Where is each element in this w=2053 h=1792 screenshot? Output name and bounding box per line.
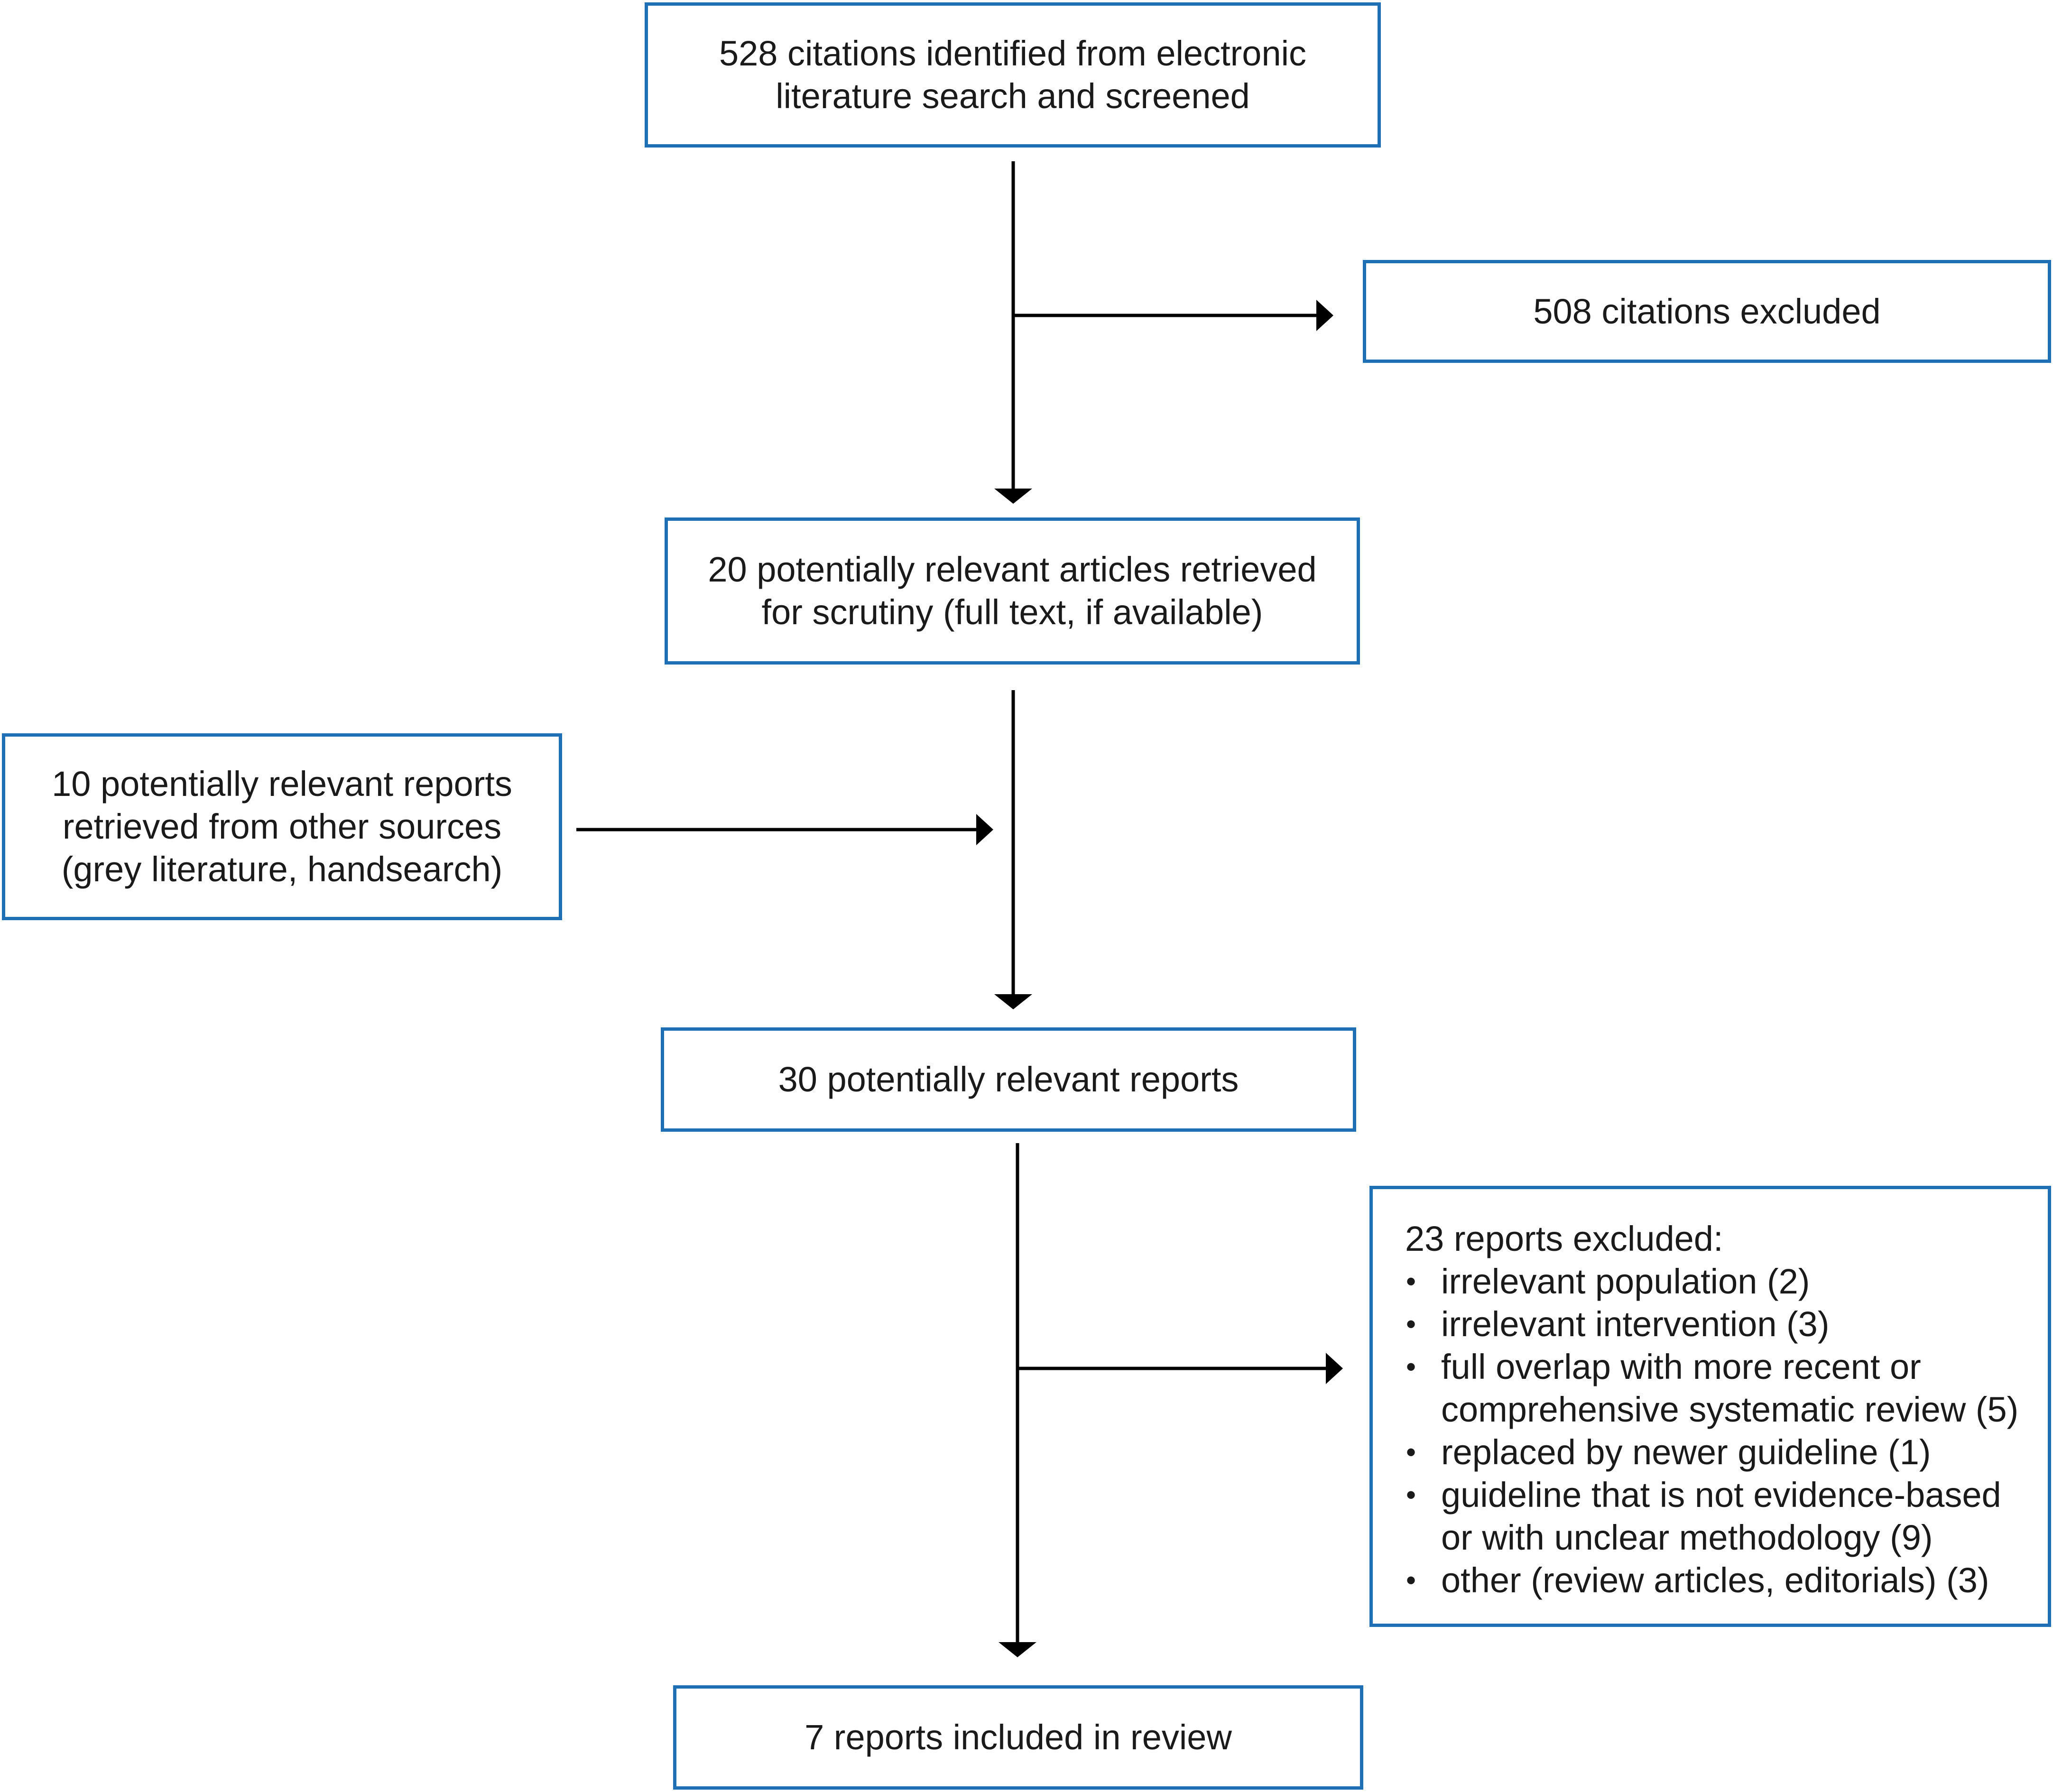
- exclusion-reason-item: • other (review articles, editorials) (3…: [1405, 1559, 2018, 1602]
- reports-included-box: 7 reports included in review: [673, 1685, 1363, 1790]
- exclusion-reason-item: • irrelevant intervention (3): [1405, 1303, 2018, 1346]
- reports-included-text: 7 reports included in review: [805, 1718, 1232, 1757]
- arrowhead-right-excluded-citations: [1316, 300, 1333, 331]
- articles-retrieved-line-1: 20 potentially relevant articles retriev…: [708, 550, 1317, 589]
- other-sources-line-2: retrieved from other sources: [62, 807, 502, 846]
- other-sources-line-1: 10 potentially relevant reports: [52, 764, 512, 804]
- exclusion-reasons-list: • irrelevant population (2) • irrelevant…: [1405, 1260, 2018, 1602]
- arrowhead-down-included: [999, 1642, 1036, 1657]
- citations-identified-line-2: literature search and screened: [776, 76, 1250, 116]
- bullet-icon: •: [1406, 1351, 1416, 1383]
- articles-retrieved-line-2: for scrutiny (full text, if available): [761, 592, 1263, 632]
- exclusion-reason-line-1: full overlap with more recent or: [1441, 1347, 1921, 1386]
- bullet-icon: •: [1406, 1436, 1416, 1468]
- bullet-icon: •: [1406, 1564, 1416, 1596]
- exclusion-reason-item: • guideline that is not evidence-based o…: [1405, 1474, 2018, 1559]
- reports-excluded-heading: 23 reports excluded:: [1405, 1219, 1723, 1258]
- arrowhead-right-excluded-reports: [1326, 1353, 1343, 1384]
- exclusion-reason-item: • full overlap with more recent or compr…: [1405, 1346, 2018, 1431]
- citations-excluded-box: 508 citations excluded: [1363, 260, 2051, 363]
- articles-retrieved-box: 20 potentially relevant articles retriev…: [665, 517, 1360, 665]
- arrowhead-down-retrieved: [994, 489, 1032, 504]
- exclusion-reason-line-2: comprehensive systematic review (5): [1441, 1390, 2019, 1429]
- exclusion-reason-item: • replaced by newer guideline (1): [1405, 1431, 2018, 1474]
- exclusion-reason-line-1: guideline that is not evidence-based: [1441, 1475, 2001, 1515]
- exclusion-reason-line-1: irrelevant intervention (3): [1441, 1304, 1830, 1344]
- citations-identified-box: 528 citations identified from electronic…: [645, 2, 1381, 148]
- citations-identified-line-1: 528 citations identified from electronic: [719, 34, 1307, 73]
- exclusion-reason-item: • irrelevant population (2): [1405, 1260, 2018, 1303]
- arrowhead-down-reports: [994, 994, 1032, 1009]
- relevant-reports-text: 30 potentially relevant reports: [778, 1060, 1239, 1099]
- bullet-icon: •: [1406, 1308, 1416, 1340]
- other-sources-box: 10 potentially relevant reports retrieve…: [2, 733, 562, 920]
- exclusion-reason-line-1: other (review articles, editorials) (3): [1441, 1561, 1989, 1600]
- relevant-reports-box: 30 potentially relevant reports: [661, 1027, 1356, 1132]
- reports-excluded-box: 23 reports excluded: • irrelevant popula…: [1369, 1186, 2051, 1627]
- arrowhead-right-other-sources: [976, 814, 993, 845]
- citations-excluded-text: 508 citations excluded: [1533, 291, 1881, 331]
- exclusion-reason-line-1: replaced by newer guideline (1): [1441, 1432, 1931, 1472]
- exclusion-reason-line-2: or with unclear methodology (9): [1441, 1518, 1933, 1557]
- other-sources-line-3: (grey literature, handsearch): [61, 850, 503, 889]
- bullet-icon: •: [1406, 1265, 1416, 1297]
- exclusion-reason-line-1: irrelevant population (2): [1441, 1262, 1810, 1301]
- bullet-icon: •: [1406, 1479, 1416, 1511]
